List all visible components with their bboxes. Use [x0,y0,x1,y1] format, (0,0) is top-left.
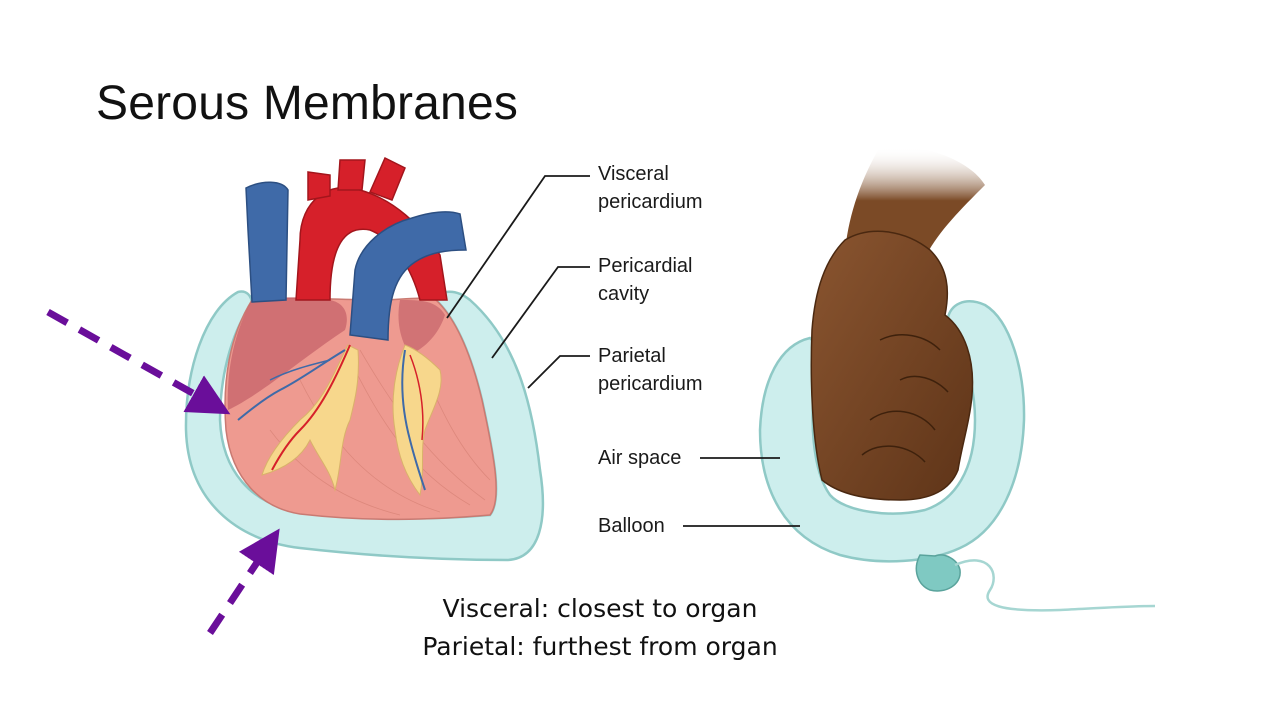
label-air-space: Air space [598,447,682,469]
label-cavity-line1: Pericardial [598,255,693,277]
arrow-upper [46,308,231,415]
label-visceral-line1: Visceral [598,163,669,185]
fist-balloon-diagram [758,147,1156,612]
arrow-lower [207,528,280,635]
caption-parietal: Parietal: furthest from organ [422,632,778,661]
superior-vena-cava [245,181,289,303]
annotation-arrows [46,308,280,635]
label-pericardial-cavity: Pericardial cavity [598,252,692,308]
fist [810,230,974,501]
pulmonary-vessel [349,211,467,341]
left-atrium [227,297,347,410]
label-parietal-line1: Parietal [598,345,666,367]
coronary-vessels [237,344,426,491]
label-visceral-pericardium: Visceral pericardium [598,160,702,216]
balloon-knot [915,554,961,592]
heart-leader-lines [446,175,590,389]
label-parietal-line2: pericardium [598,373,703,395]
label-balloon: Balloon [598,515,665,537]
fist-creases [861,334,949,463]
heart-diagram [184,156,545,562]
label-visceral-line2: pericardium [598,191,703,213]
caption-visceral: Visceral: closest to organ [442,594,758,623]
slide-title: Serous Membranes [96,77,519,130]
caption: Visceral: closest to organ Parietal: fur… [390,590,810,666]
right-atrium [398,300,445,355]
label-parietal-pericardium: Parietal pericardium [598,342,702,398]
coronary-fat-right [392,344,442,497]
balloon-string [954,559,1156,612]
balloon-leader-lines [683,457,800,527]
label-cavity-line2: cavity [598,283,650,305]
balloon [758,300,1026,563]
aortic-branches [307,156,406,201]
